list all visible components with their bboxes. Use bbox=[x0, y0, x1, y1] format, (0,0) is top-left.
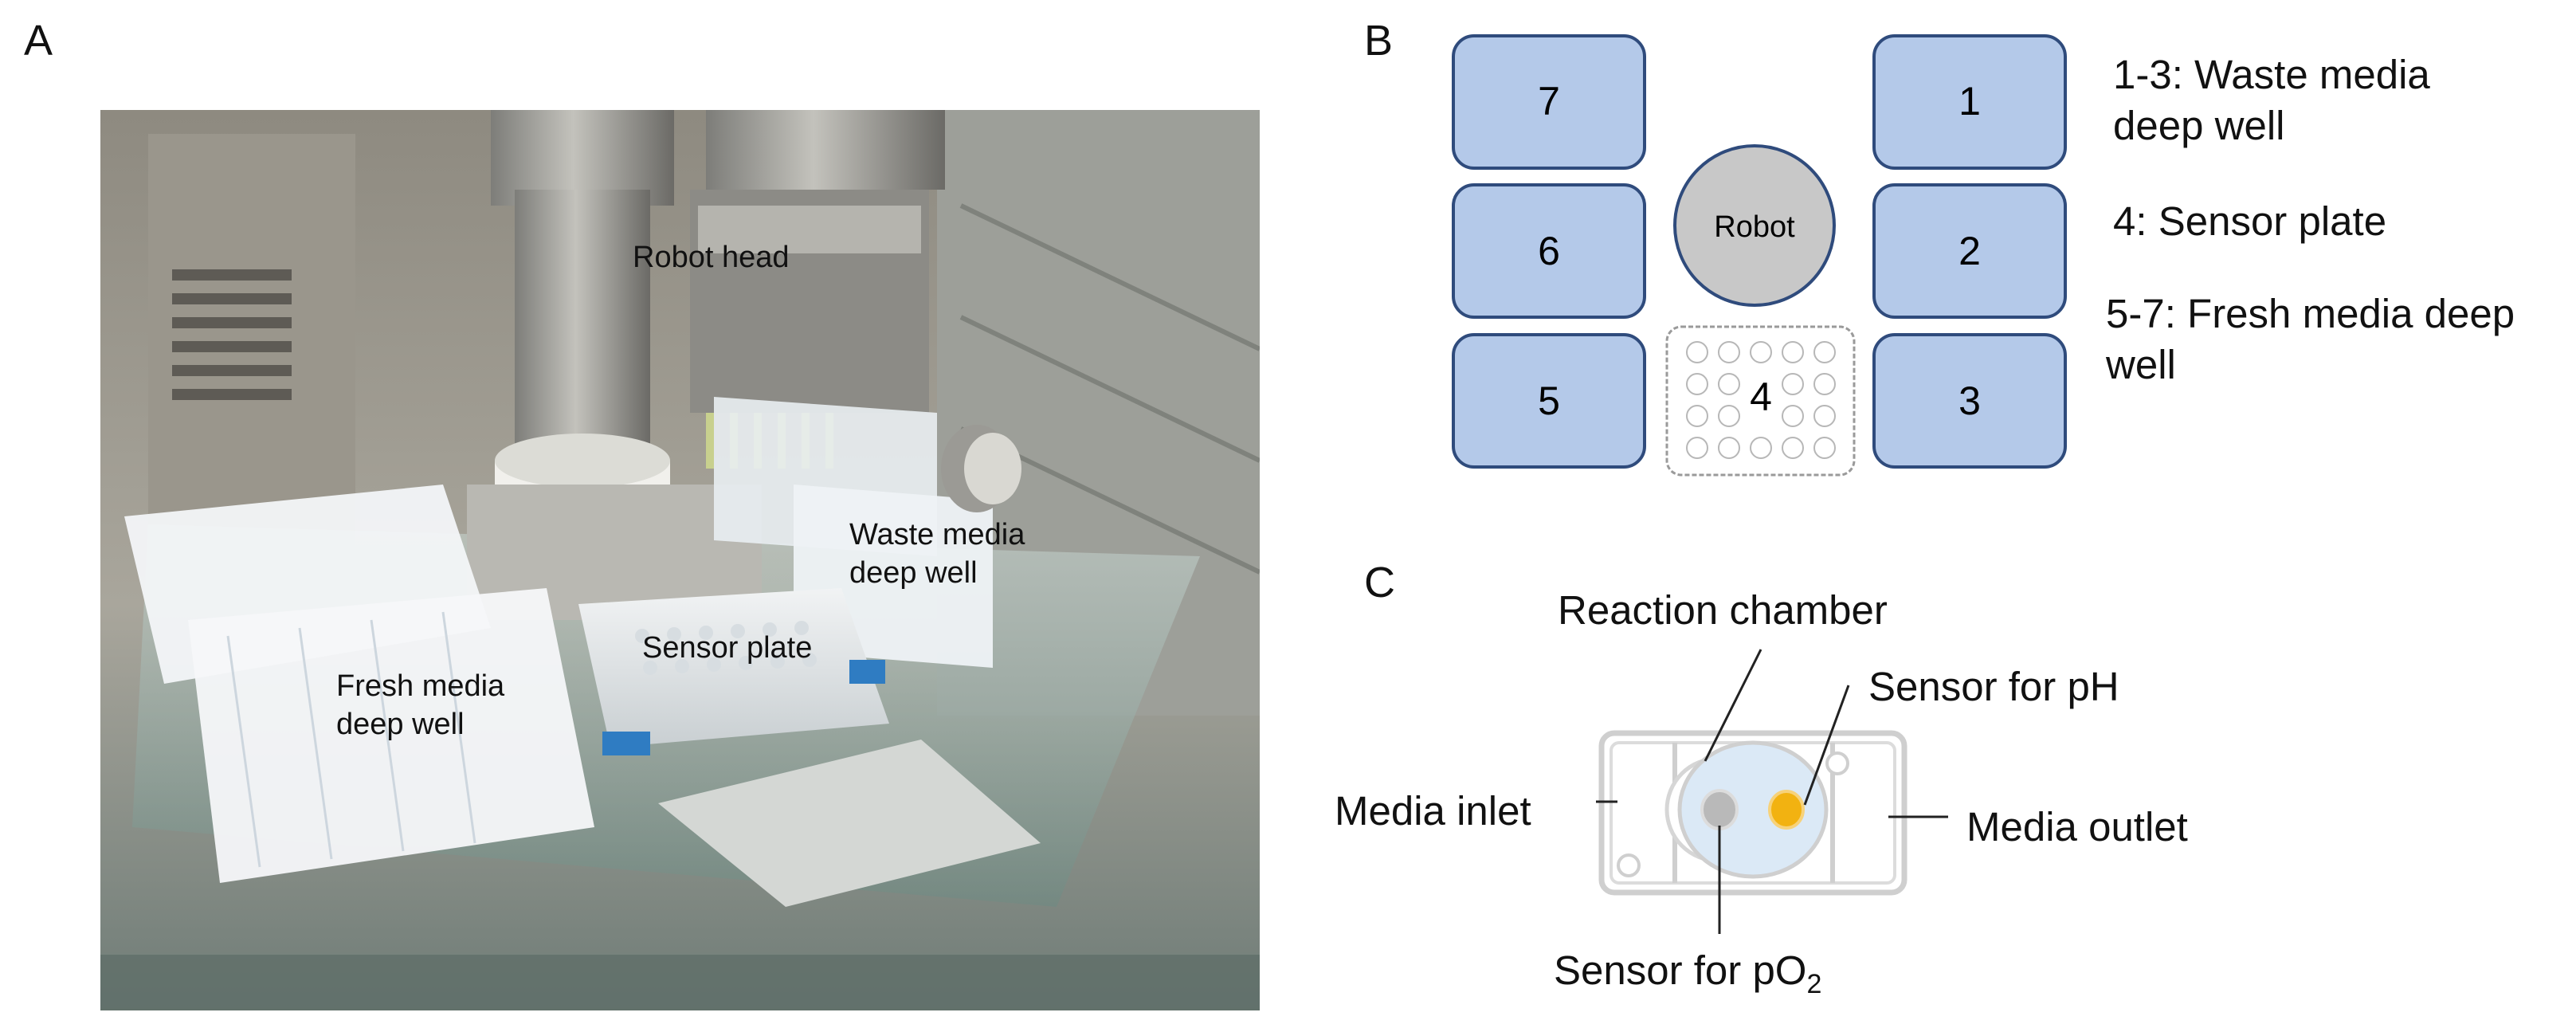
well-position-1: 1 bbox=[1872, 34, 2067, 170]
robot-label: Robot bbox=[1714, 210, 1795, 244]
label-sensor-po2-text: Sensor for pO bbox=[1554, 948, 1807, 993]
well-label-7: 7 bbox=[1538, 79, 1560, 124]
well-label-2: 2 bbox=[1958, 229, 1981, 273]
well-position-5: 5 bbox=[1452, 333, 1646, 469]
legend-sensor: 4: Sensor plate bbox=[2113, 198, 2387, 244]
well-label-3: 3 bbox=[1958, 379, 1981, 423]
well-label-5: 5 bbox=[1538, 379, 1560, 423]
well-label-6: 6 bbox=[1538, 229, 1560, 273]
label-reaction-chamber: Reaction chamber bbox=[1558, 587, 1888, 633]
legend-waste: 1-3: Waste media deep well bbox=[2113, 52, 2430, 148]
well-position-3: 3 bbox=[1872, 333, 2067, 469]
robot-photo-illustration bbox=[100, 110, 1261, 1010]
sensor-plate-position: 4 bbox=[1665, 325, 1856, 477]
reaction-chamber bbox=[1677, 740, 1829, 879]
robot-photo: Robot head Waste media deep well Sensor … bbox=[100, 110, 1261, 1010]
well-label-1: 1 bbox=[1958, 79, 1981, 124]
label-waste-media: Waste media deep well bbox=[849, 518, 1025, 590]
label-robot-head: Robot head bbox=[633, 241, 790, 274]
panel-b-letter: B bbox=[1364, 17, 1394, 65]
label-sensor-ph: Sensor for pH bbox=[1868, 664, 2119, 709]
sensor-well-diagram bbox=[1598, 730, 1907, 896]
layout-diagram: 7 6 5 1 2 3 Robot 4 bbox=[1452, 34, 2067, 477]
label-sensor-plate: Sensor plate bbox=[642, 631, 813, 665]
label-media-inlet: Media inlet bbox=[1335, 788, 1531, 834]
panel-a-letter: A bbox=[24, 17, 53, 65]
well-position-2: 2 bbox=[1872, 183, 2067, 319]
label-media-outlet: Media outlet bbox=[1966, 804, 2188, 849]
sensor-leader-lines bbox=[1596, 649, 1948, 934]
robot-circle: Robot bbox=[1673, 144, 1836, 307]
label-sensor-po2: Sensor for pO2 bbox=[1554, 947, 1821, 1000]
well-label-4: 4 bbox=[1750, 375, 1772, 419]
ph-sensor-dot bbox=[1768, 790, 1805, 830]
label-fresh-media: Fresh media deep well bbox=[336, 669, 505, 741]
well-position-6: 6 bbox=[1452, 183, 1646, 319]
well-position-7: 7 bbox=[1452, 34, 1646, 170]
label-sensor-po2-subscript: 2 bbox=[1806, 969, 1822, 1000]
legend-fresh: 5-7: Fresh media deep well bbox=[2106, 291, 2515, 387]
panel-c-letter: C bbox=[1364, 559, 1395, 606]
